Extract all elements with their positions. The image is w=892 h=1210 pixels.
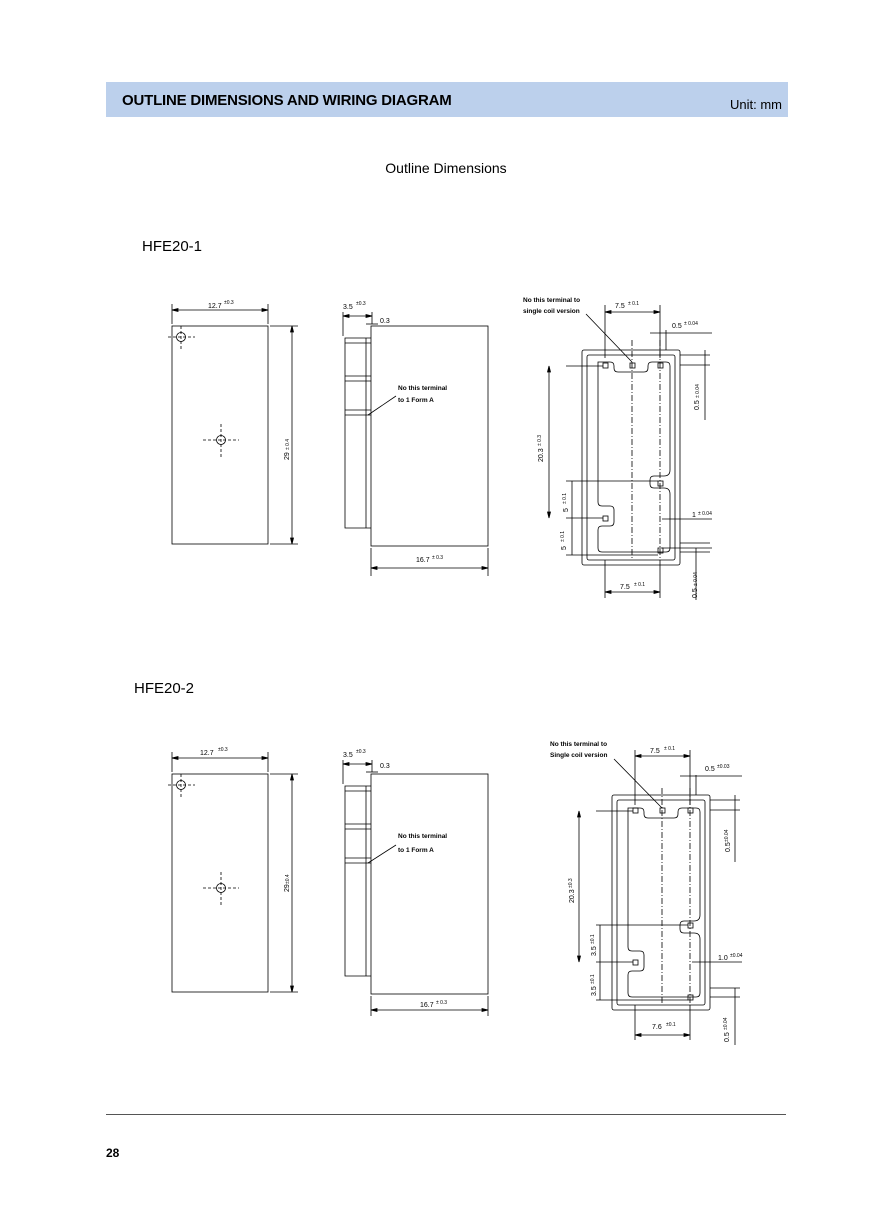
h2-right-mid: 1.0 [718, 955, 728, 962]
h1-front-width-tol: ±0.3 [224, 300, 234, 306]
h2-front-height-tol: ±0.4 [285, 874, 291, 884]
h2-left-low: 3.5 [591, 986, 598, 996]
model-label-hfe20-2: HFE20-2 [134, 680, 195, 697]
h2-left-mid: 3.5 [591, 946, 598, 956]
h1-front-width: 12.7 [208, 303, 222, 310]
hfe20-2-labels: 12.7 ±0.3 29 ±0.4 3.5 ±0.3 0.3 No this t… [200, 741, 743, 1042]
h1-right-vert-tol: ± 0.04 [695, 384, 701, 398]
h2-side-depth: 16.7 [420, 1002, 434, 1009]
h1-side-gap: 0.3 [380, 318, 390, 325]
h1-bot-pitch: 7.5 [620, 584, 630, 591]
h1-side-top: 3.5 [343, 304, 353, 311]
h2-side-depth-tol: ± 0.3 [436, 1000, 447, 1006]
h1-right-mid-tol: ± 0.04 [698, 511, 712, 517]
h1-side-top-tol: ±0.3 [356, 301, 366, 307]
hfe20-1-bottom-view [546, 305, 712, 600]
h1-side-note-line1: No this terminal [398, 385, 447, 392]
h2-side-top: 3.5 [343, 752, 353, 759]
h2-bot-pitch: 7.6 [652, 1024, 662, 1031]
h2-front-height: 29 [284, 884, 291, 892]
h1-left-low-tol: ± 0.1 [560, 531, 566, 542]
h1-bot-pitch-tol: ± 0.1 [634, 582, 645, 588]
h1-left-span: 20.3 [538, 448, 545, 462]
hfe20-1-side-view [342, 312, 489, 576]
footer-divider [106, 1114, 786, 1115]
hfe20-2-side-view [342, 760, 489, 1016]
h1-right-mid: 1 [692, 512, 696, 519]
h1-side-depth-tol: ± 0.3 [432, 555, 443, 561]
h2-left-mid-tol: ±0.1 [590, 934, 596, 944]
h2-right-top: 0.5 [705, 766, 715, 773]
h2-right-vert: 0.5 [725, 842, 732, 852]
h2-left-low-tol: ±0.1 [590, 974, 596, 984]
h1-front-height-tol: ± 0.4 [285, 439, 291, 450]
h2-front-width-tol: ±0.3 [218, 747, 228, 753]
h1-right-top: 0.5 [672, 323, 682, 330]
h2-side-gap: 0.3 [380, 763, 390, 770]
outline-dimensions-title: Outline Dimensions [385, 160, 507, 176]
h1-left-mid-tol: ± 0.1 [562, 493, 568, 504]
section-header-title: OUTLINE DIMENSIONS AND WIRING DIAGRAM [122, 92, 452, 109]
h1-right-vert: 0.5 [694, 400, 701, 410]
h2-left-span-tol: ±0.3 [568, 878, 574, 888]
h2-front-width: 12.7 [200, 750, 214, 757]
h2-side-note-line2: to 1 Form A [398, 847, 434, 854]
h1-left-low: 5 [561, 546, 568, 550]
hfe20-1-front-view [168, 304, 298, 545]
unit-label: Unit: mm [730, 97, 782, 112]
section-header-banner: OUTLINE DIMENSIONS AND WIRING DIAGRAM Un… [106, 82, 788, 117]
page-number: 28 [106, 1146, 120, 1160]
h2-right-top-tol: ±0.03 [717, 764, 730, 770]
h2-left-span: 20.3 [569, 889, 576, 903]
h1-right-bot-tol: ± 0.04 [693, 572, 699, 586]
h2-side-note-line1: No this terminal [398, 833, 447, 840]
h2-right-bot-tol: ±0.04 [723, 1017, 729, 1030]
h1-right-top-tol: ± 0.04 [684, 321, 698, 327]
h2-bottom-note-line2: Single coil version [550, 752, 607, 759]
h1-bottom-note-line2: single coil version [523, 308, 580, 315]
h1-bottom-note-line1: No this terminal to [523, 297, 580, 304]
h2-top-pitch-tol: ± 0.1 [664, 746, 675, 752]
hfe20-1-labels: 12.7 ±0.3 29 ± 0.4 3.5 ±0.3 0.3 No this … [208, 297, 712, 598]
h2-right-vert-tol: ±0.04 [724, 829, 730, 842]
h1-left-span-tol: ± 0.3 [537, 435, 543, 446]
model-label-hfe20-1: HFE20-1 [142, 238, 203, 255]
h1-side-depth: 16.7 [416, 557, 430, 564]
h1-side-note-line2: to 1 Form A [398, 397, 434, 404]
h2-right-bot: 0.5 [724, 1032, 731, 1042]
h1-right-bot: 0.5 [692, 588, 699, 598]
h1-top-pitch: 7.5 [615, 303, 625, 310]
h2-bot-pitch-tol: ±0.1 [666, 1022, 676, 1028]
h1-front-height: 29 [284, 452, 291, 460]
hfe20-2-bottom-view [576, 750, 742, 1045]
h2-bottom-note-line1: No this terminal to [550, 741, 607, 748]
hfe20-2-front-view [168, 752, 298, 993]
h1-left-mid: 5 [563, 508, 570, 512]
h2-side-top-tol: ±0.3 [356, 749, 366, 755]
h1-top-pitch-tol: ± 0.1 [628, 301, 639, 307]
h2-right-mid-tol: ±0.04 [730, 953, 743, 959]
h2-top-pitch: 7.5 [650, 748, 660, 755]
